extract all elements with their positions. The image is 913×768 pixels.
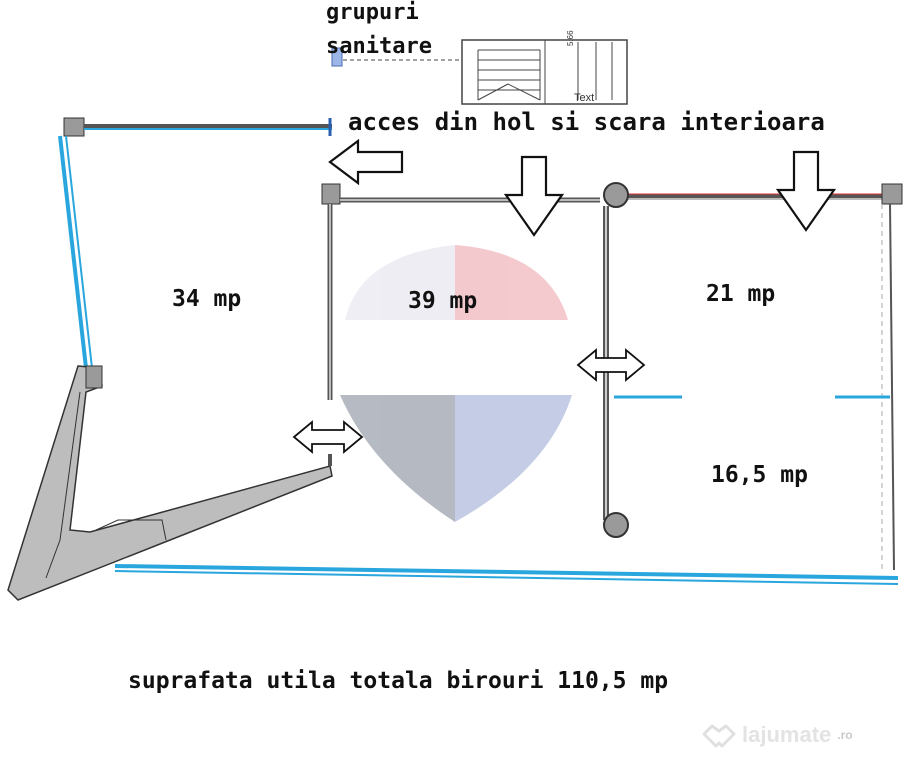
room-21-label: 21 mp <box>706 281 776 307</box>
bottom-glazing <box>114 564 899 585</box>
logo-top-right <box>455 245 568 320</box>
arrow-down-icon <box>775 150 837 232</box>
watermark-tld: .ro <box>837 728 853 742</box>
logo-top-left <box>345 245 455 320</box>
logo-watermark <box>340 245 572 522</box>
door-arrows <box>292 348 646 454</box>
watermark-brand: lajumate <box>742 722 832 747</box>
arrow-down-icon <box>503 155 565 237</box>
lajumate-watermark: lajumate .ro <box>702 720 853 750</box>
room-39-label: 39 mp <box>408 288 478 314</box>
grupuri-line1: grupuri <box>326 0 419 25</box>
logo-bottom-right <box>455 395 572 522</box>
grupuri-sanitare-label: grupuri sanitare <box>326 0 432 64</box>
stair-text-label: Text <box>574 92 595 104</box>
double-arrow-icon <box>292 420 364 454</box>
stair-dimension-label: 5.66 <box>566 30 575 46</box>
room-34-label: 34 mp <box>172 286 242 312</box>
stair-block <box>331 39 628 105</box>
total-area-label: suprafata utila totala birouri 110,5 mp <box>128 668 669 694</box>
room-16-5-label: 16,5 mp <box>711 462 808 488</box>
logo-bottom-left <box>340 395 455 522</box>
middle-room-walls <box>321 183 600 466</box>
handshake-icon <box>702 724 736 748</box>
left-room-walls <box>7 117 333 601</box>
grupuri-line2: sanitare <box>326 34 432 59</box>
arrow-left-icon <box>328 138 404 186</box>
double-arrow-icon <box>576 348 646 382</box>
right-room-walls <box>603 182 903 571</box>
access-label: acces din hol si scara interioara <box>348 108 825 136</box>
access-arrows <box>328 138 837 237</box>
